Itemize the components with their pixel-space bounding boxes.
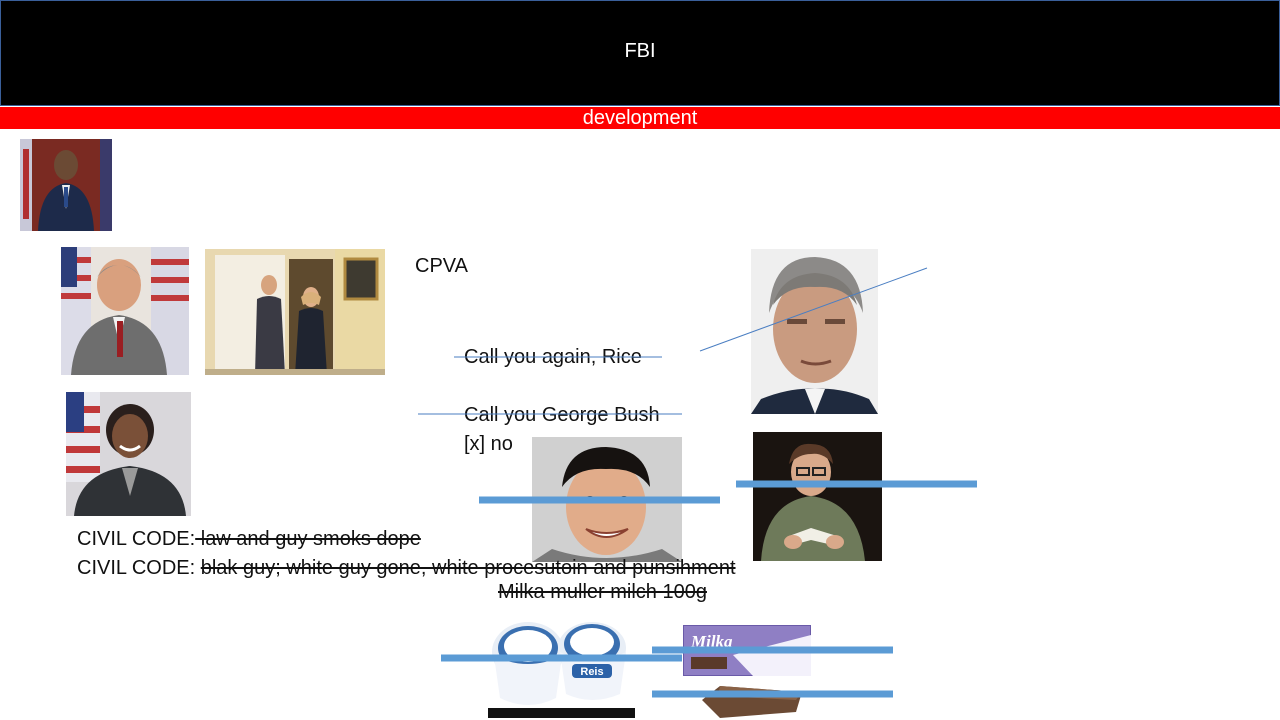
portrait-photo-2 xyxy=(61,247,189,375)
slide-title: FBI xyxy=(624,40,656,62)
civil-code-line-2: CIVIL CODE: blak guy; white guy gone, wh… xyxy=(77,557,736,580)
milka-caption: Milka muller milch 100g xyxy=(498,581,707,603)
portrait-photo-6 xyxy=(753,432,882,561)
rice-pudding-photo: Reis xyxy=(488,612,635,718)
cpva-label: CPVA xyxy=(415,255,468,277)
subtitle-bar xyxy=(0,107,1280,129)
title-bar xyxy=(0,0,1280,106)
milka-bar-photo: Milka xyxy=(683,625,811,676)
slide-subtitle: development xyxy=(582,107,698,129)
portrait-photo-5 xyxy=(532,437,682,562)
reis-logo: Reis xyxy=(580,666,603,678)
portrait-photo-4 xyxy=(751,249,878,414)
milka-logo: Milka xyxy=(690,632,733,651)
civil-code-2-struck: blak guy; white guy gone, white procesut… xyxy=(200,557,736,579)
portrait-photo-3 xyxy=(66,392,191,516)
civil-code-2-prefix: CIVIL CODE: xyxy=(77,557,201,579)
civil-code-1-prefix: CIVIL CODE: xyxy=(77,528,196,550)
portrait-photo-1 xyxy=(20,139,112,231)
civil-code-line-1: CIVIL CODE: law and guy smoks dope xyxy=(77,528,421,551)
call-bush-text: Call you George Bush xyxy=(464,404,660,426)
call-rice-text: Call you again, Rice xyxy=(464,346,642,368)
chocolate-piece-photo xyxy=(700,682,805,720)
handshake-photo xyxy=(205,249,385,375)
civil-code-1-struck: law and guy smoks dope xyxy=(195,528,421,550)
x-no-text: [x] no xyxy=(464,433,513,455)
